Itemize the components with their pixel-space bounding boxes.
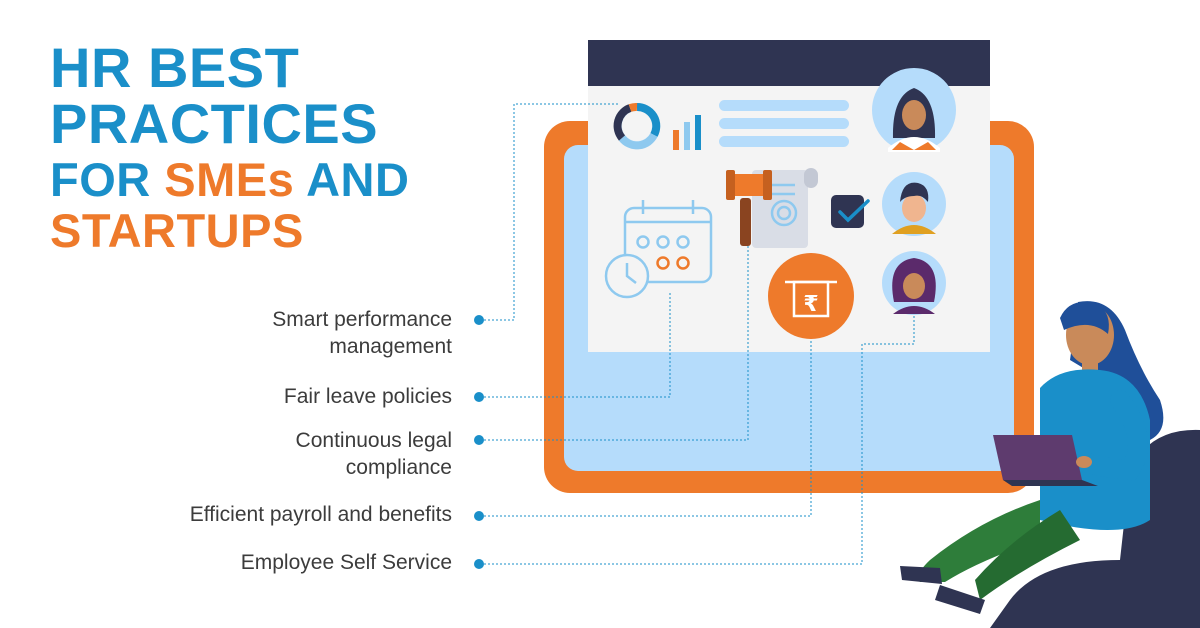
feature-text: compliance [345,456,452,479]
certificate-icon [752,168,818,248]
connector-dots [474,315,484,569]
connector-lines [480,103,915,565]
title-smes: SMEs [164,153,295,206]
feature-text: Employee Self Service [240,551,452,574]
feature-text: Efficient payroll and benefits [189,503,452,526]
dashboard-header-bar [588,40,990,86]
rupee-symbol: ₹ [803,292,818,317]
rupee-payment-icon: ₹ [768,253,854,339]
shoe [935,585,985,614]
feature-text: Continuous legal [295,429,452,452]
hair [1070,301,1164,440]
feature-text: Smart performance [272,308,452,331]
title-line-3: FOR SMEs AND [50,156,409,203]
title-for: FOR [50,153,165,206]
title-line-4: STARTUPS [50,204,304,257]
feature-label-compliance: Continuous legal compliance [296,427,452,481]
sweater [1040,369,1150,530]
feature-label-self-service: Employee Self Service [241,549,452,576]
text-lines [719,100,849,147]
avatar-icon [882,251,946,315]
title-line-1: HR BEST [50,36,300,99]
feature-label-payroll: Efficient payroll and benefits [190,501,452,528]
feature-text: Fair leave policies [283,385,452,408]
avatar-icon [882,172,946,236]
clock-icon [604,253,650,299]
monitor-illustration [544,121,1034,493]
gavel-icon [726,170,772,246]
checkbox-icon [831,195,870,228]
calendar-icon [623,200,713,284]
feature-text: management [329,335,452,358]
laptop-base [1003,480,1098,486]
avatar-icon [872,68,956,152]
title-and: AND [294,153,410,206]
face [1066,305,1114,365]
page-title: HR BEST PRACTICES FOR SMEs AND STARTUPS [50,36,409,257]
title-line-2: PRACTICES [50,92,379,155]
feature-label-performance: Smart performance management [272,306,452,360]
bean-bag [990,429,1200,628]
bar-chart-icon [673,115,701,150]
feature-label-leave: Fair leave policies [284,383,452,410]
monitor-frame [544,121,1034,493]
laptop-screen [993,435,1082,480]
legs [918,500,1040,582]
donut-chart-icon [613,102,661,150]
dashboard-panel [588,86,990,352]
shoe [900,566,942,584]
monitor-screen [564,145,1014,471]
woman-with-laptop-illustration [900,301,1200,628]
